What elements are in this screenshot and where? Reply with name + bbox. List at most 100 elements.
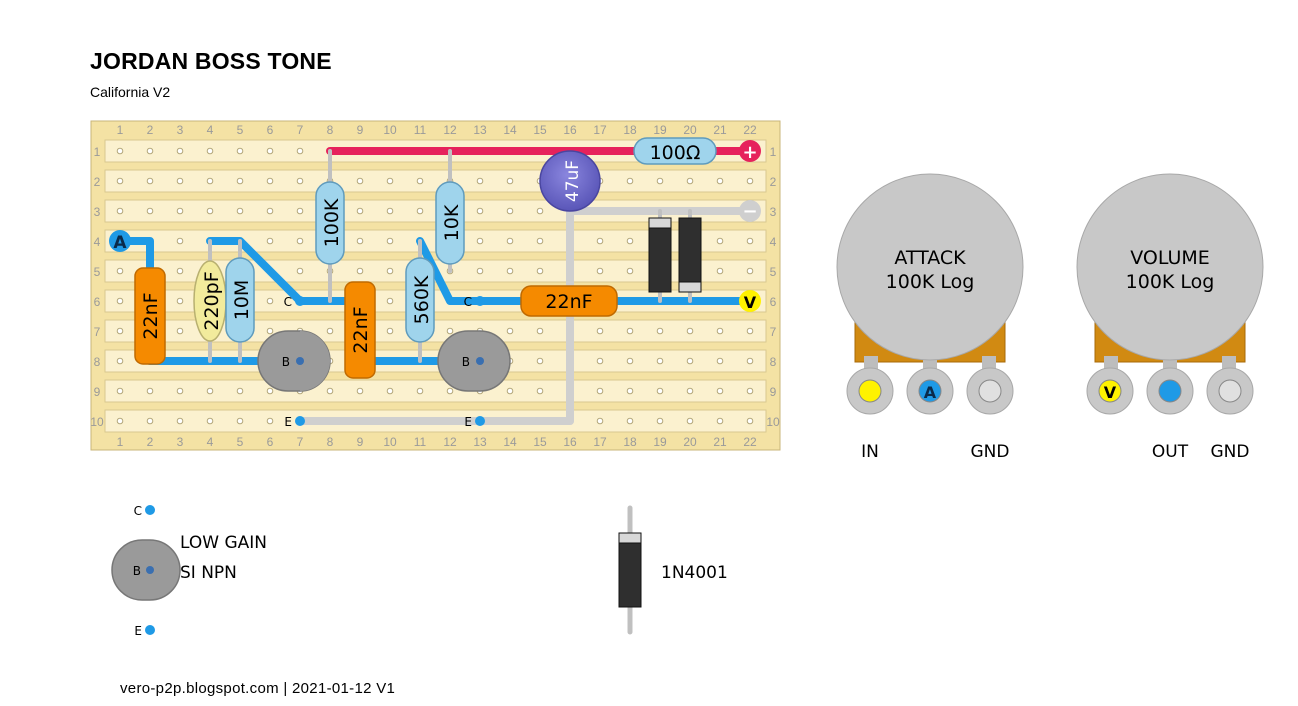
column-label: 16 [563,123,577,137]
board-hole [116,267,124,275]
row-label: 1 [94,145,101,159]
row-label: 2 [770,175,777,189]
svg-text:−: − [742,201,757,222]
board-hole [686,357,694,365]
board-hole [296,207,304,215]
board-hole [146,207,154,215]
board-hole [536,357,544,365]
resistor-10k[interactable]: 10K [435,181,465,265]
board-hole [206,207,214,215]
board-hole [176,417,184,425]
board-hole [386,267,394,275]
capacitor-22nf-middle[interactable]: 22nF [344,281,376,379]
board-hole [116,177,124,185]
board-hole [386,297,394,305]
board-hole [146,387,154,395]
board-hole [206,417,214,425]
resistor-10m[interactable]: 10M [225,257,255,343]
board-hole [266,417,274,425]
resistor-100k[interactable]: 100K [315,181,345,265]
board-hole [656,357,664,365]
capacitor-22nf-right[interactable]: 22nF [520,285,618,317]
board-hole [716,327,724,335]
board-hole [656,387,664,395]
column-label: 1 [117,435,124,449]
resistor-100-ohm[interactable]: 100Ω [633,137,717,165]
board-hole [626,327,634,335]
board-hole [506,387,514,395]
board-hole [176,267,184,275]
board-hole [506,207,514,215]
board-hole [356,207,364,215]
pot-attack-a-marker: A [924,383,937,402]
resistor-560k[interactable]: 560K [405,257,435,343]
q2-emitter-pin-label: E [464,415,472,429]
svg-text:V: V [744,293,757,312]
board-hole [626,387,634,395]
diode-board-left[interactable] [648,217,672,293]
column-label: 12 [443,123,457,137]
board-hole [746,177,754,185]
board-hole [116,417,124,425]
column-label: 2 [147,123,154,137]
row-label: 3 [770,205,777,219]
legend-low-gain: LOW GAIN [180,533,267,553]
board-hole [386,207,394,215]
footer-credit: vero-p2p.blogspot.com | 2021-01-12 V1 [120,680,396,697]
transistor-q1[interactable]: B [257,330,331,392]
board-hole [176,207,184,215]
svg-text:E: E [134,624,142,638]
column-label: 7 [297,123,304,137]
column-label: 12 [443,435,457,449]
board-hole [296,237,304,245]
resistor-10m-label: 10M [231,280,253,321]
board-hole [116,357,124,365]
pot-volume[interactable]: VOLUME 100K Log V [1076,173,1264,415]
board-hole [596,387,604,395]
column-label: 3 [177,435,184,449]
column-label: 11 [414,435,427,449]
column-label: 20 [683,435,697,449]
resistor-100k-label: 100K [321,198,343,247]
board-hole [386,327,394,335]
pot-attack-value: 100K Log [886,271,975,293]
marker-v-board: V [739,290,761,312]
capacitor-22nf-left[interactable]: 22nF [134,267,166,365]
legend-diode [618,505,642,635]
board-hole [206,177,214,185]
board-hole [206,387,214,395]
transistor-q2[interactable]: B [437,330,511,392]
capacitor-47uf[interactable]: 47uF [539,150,601,212]
board-hole [296,177,304,185]
board-hole [446,327,454,335]
board-hole [356,177,364,185]
capacitor-220pf-label: 220pF [201,271,223,330]
resistor-10k-label: 10K [441,204,463,241]
row-label: 5 [94,265,101,279]
column-label: 21 [713,123,727,137]
board-hole [416,207,424,215]
board-hole [716,387,724,395]
capacitor-47uf-label: 47uF [563,160,583,202]
board-hole [176,177,184,185]
column-label: 6 [267,123,274,137]
board-hole [716,237,724,245]
column-label: 2 [147,435,154,449]
column-label: 18 [623,123,637,137]
column-label: 4 [207,123,214,137]
board-hole [626,237,634,245]
board-hole [266,387,274,395]
diode-board-right[interactable] [678,217,702,293]
board-hole [176,237,184,245]
board-hole [236,207,244,215]
column-label: 21 [713,435,727,449]
pot-attack[interactable]: ATTACK 100K Log A [836,173,1024,415]
board-hole [746,267,754,275]
board-hole [326,387,334,395]
column-label: 13 [473,435,487,449]
column-label: 8 [327,435,334,449]
capacitor-220pf[interactable]: 220pF [193,260,227,342]
